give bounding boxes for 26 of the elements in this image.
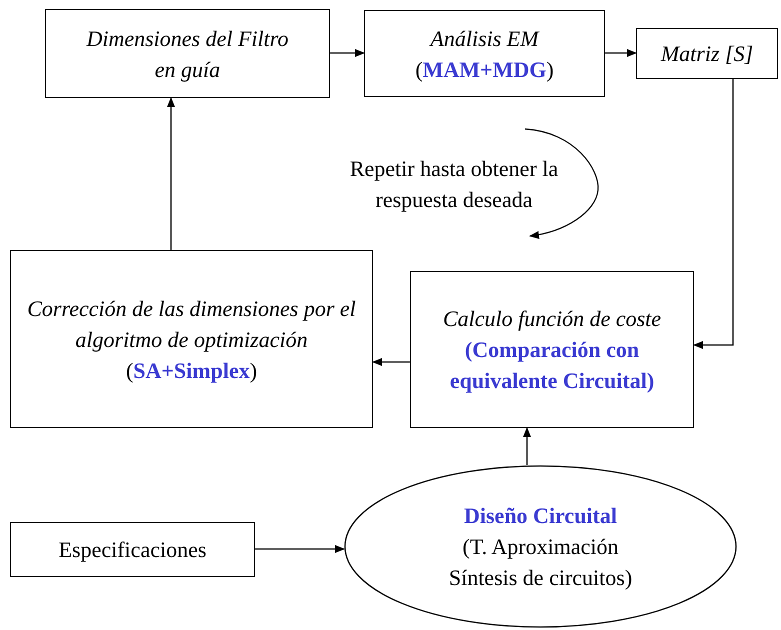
arrow xyxy=(693,79,734,349)
node-text: Calculo función de coste xyxy=(442,305,662,333)
arrow xyxy=(372,358,410,366)
node-text: Análisis EM xyxy=(430,24,539,52)
process-box xyxy=(10,250,373,428)
process-box xyxy=(364,10,605,97)
node-text: Matriz [S] xyxy=(660,40,754,68)
note-text: Repetir hasta obtener la respuesta deseada xyxy=(348,155,560,214)
arrow xyxy=(255,545,345,553)
node-text: Especificaciones xyxy=(58,536,206,564)
node-text: Dimensiones del Filtro en guía xyxy=(85,24,290,84)
process-box xyxy=(636,28,778,79)
arrow xyxy=(605,49,637,57)
node-text: (SA+Simplex) xyxy=(126,356,258,385)
arrow xyxy=(523,427,531,465)
node-text: (Comparación con equivalente Circuital) xyxy=(448,336,656,395)
process-ellipse xyxy=(344,465,737,628)
node-text: Diseño Circuital xyxy=(464,502,617,530)
arrow xyxy=(167,97,175,250)
process-box xyxy=(45,9,330,98)
node-text: (MAM+MDG) xyxy=(415,56,554,84)
node-text: (T. Aproximación Síntesis de circuitos) xyxy=(448,533,634,592)
node-text: Corrección de las dimensiones por el algoritmo de optimización xyxy=(26,294,357,354)
process-box xyxy=(410,271,694,428)
process-box xyxy=(10,522,255,577)
arrow xyxy=(330,49,365,57)
